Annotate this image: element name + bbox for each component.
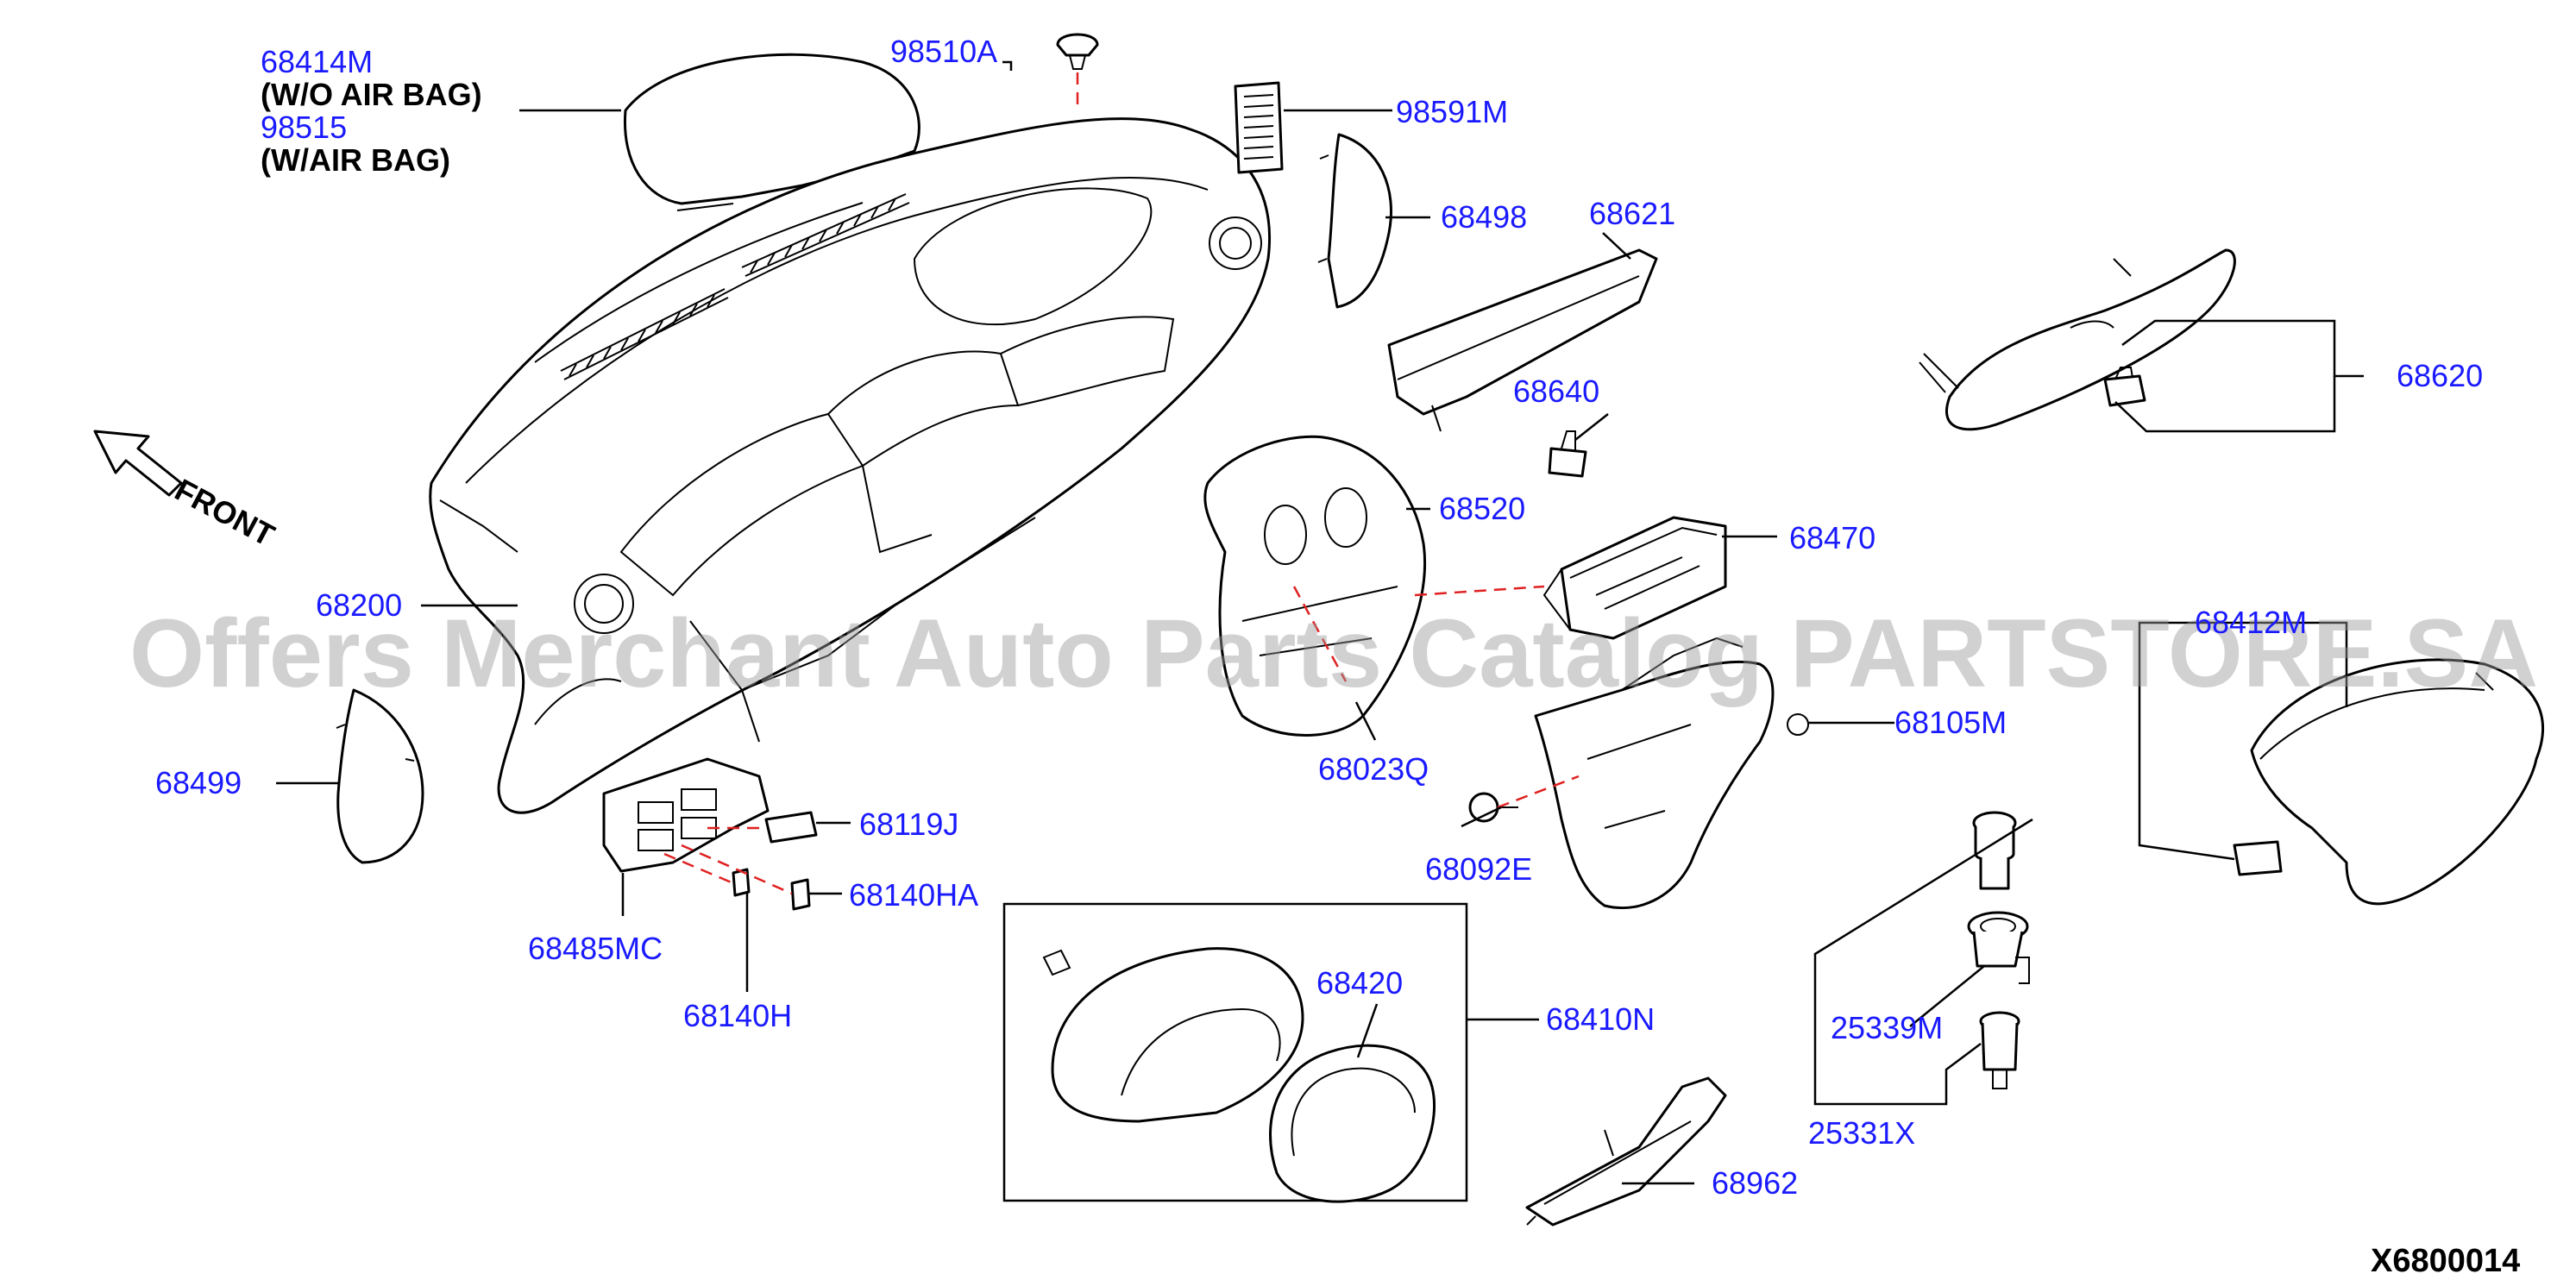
callout-25331x: 25331X — [1808, 1115, 1915, 1151]
callout-68640: 68640 — [1513, 373, 1599, 409]
instrument-panel-part[interactable] — [429, 117, 1271, 814]
socket-group-bracket — [1813, 818, 2033, 1106]
lighter-25331x-part[interactable] — [1972, 811, 2017, 890]
blank-cap-68140h-part[interactable] — [732, 868, 751, 897]
lid-dash-line — [1292, 586, 1348, 682]
front-label: FRONT — [169, 472, 280, 553]
callout-68140ha: 68140HA — [849, 877, 978, 913]
callout-68485mc: 68485MC — [528, 931, 663, 966]
switch-bracket-68485mc-part[interactable] — [602, 757, 770, 873]
callout-68520: 68520 — [1439, 491, 1525, 526]
meter-hood-group-box — [1002, 902, 1468, 1202]
diagram-reference-code: X6800014 — [2371, 1243, 2520, 1279]
callout-68119j: 68119J — [859, 806, 958, 842]
cap-dash-line-1 — [681, 844, 793, 895]
callout-68420: 68420 — [1316, 965, 1403, 1001]
front-arrow-icon — [93, 430, 183, 497]
callout-68092e: 68092E — [1425, 851, 1532, 887]
callout-68105m: 68105M — [1894, 705, 2007, 740]
meter-cluster-68420-part[interactable] — [1269, 1044, 1436, 1203]
callout-68140h: 68140H — [683, 998, 792, 1033]
lower-cover-68105m-part[interactable] — [1534, 637, 1809, 910]
callout-98515: 98515 — [261, 110, 347, 145]
callout-68621: 68621 — [1589, 196, 1675, 231]
audio-unit-68470-part[interactable] — [1542, 516, 1727, 640]
leader-lines — [276, 60, 2364, 1185]
callout-68023q: 68023Q — [1318, 751, 1429, 787]
clip-68412m-part[interactable] — [2233, 840, 2283, 876]
side-finisher-68499-part[interactable] — [336, 688, 424, 864]
callout-98510a: 98510A — [890, 34, 997, 69]
glove-box-finisher-68621-part[interactable] — [1387, 248, 1658, 432]
cluster-lid-68412m-part[interactable] — [2250, 658, 2544, 906]
callout-68200: 68200 — [316, 587, 402, 623]
socket-body-part[interactable] — [1979, 1011, 2020, 1089]
switch-68119j-part[interactable] — [764, 811, 818, 844]
meter-hood-68410n-part[interactable] — [1042, 947, 1304, 1123]
note-wo-air-bag: (W/O AIR BAG) — [261, 77, 482, 112]
callout-68470: 68470 — [1789, 520, 1875, 555]
audio-dash-line — [1414, 585, 1545, 597]
callout-68410n: 68410N — [1546, 1001, 1655, 1037]
callout-25339m: 25339M — [1831, 1010, 1943, 1045]
blank-cap-68140ha-part[interactable] — [790, 878, 811, 911]
note-w-air-bag: (W/AIR BAG) — [261, 142, 450, 178]
clip-68640-part[interactable] — [1548, 430, 1587, 478]
clip-68092e-part[interactable] — [1468, 792, 1518, 823]
callout-68499: 68499 — [155, 765, 242, 800]
stopper-68620-part[interactable] — [2103, 367, 2146, 407]
cap-dash-line-2 — [663, 852, 734, 885]
clip-98510a-part[interactable] — [1056, 33, 1099, 70]
callout-68620: 68620 — [2397, 358, 2483, 393]
airbag-lid-part[interactable] — [623, 53, 920, 211]
clip-dash-line — [1497, 775, 1580, 809]
label-sticker-part[interactable] — [1234, 81, 1284, 174]
watermark: Offers Merchant Auto Parts Catalog PARTS… — [129, 599, 2538, 707]
bracket-68962-part[interactable] — [1525, 1076, 1727, 1227]
callout-68412m: 68412M — [2195, 605, 2307, 640]
side-finisher-68498-part[interactable] — [1317, 133, 1392, 309]
socket-25339m-part[interactable] — [1967, 911, 2030, 984]
callout-68498: 68498 — [1441, 199, 1527, 235]
cluster-lid-68520-part[interactable] — [1203, 435, 1426, 737]
glove-box-68620-part[interactable] — [1919, 248, 2236, 431]
callout-68414m: 68414M — [261, 44, 373, 79]
callout-98591m: 98591M — [1396, 94, 1508, 129]
callout-68962: 68962 — [1712, 1165, 1798, 1201]
